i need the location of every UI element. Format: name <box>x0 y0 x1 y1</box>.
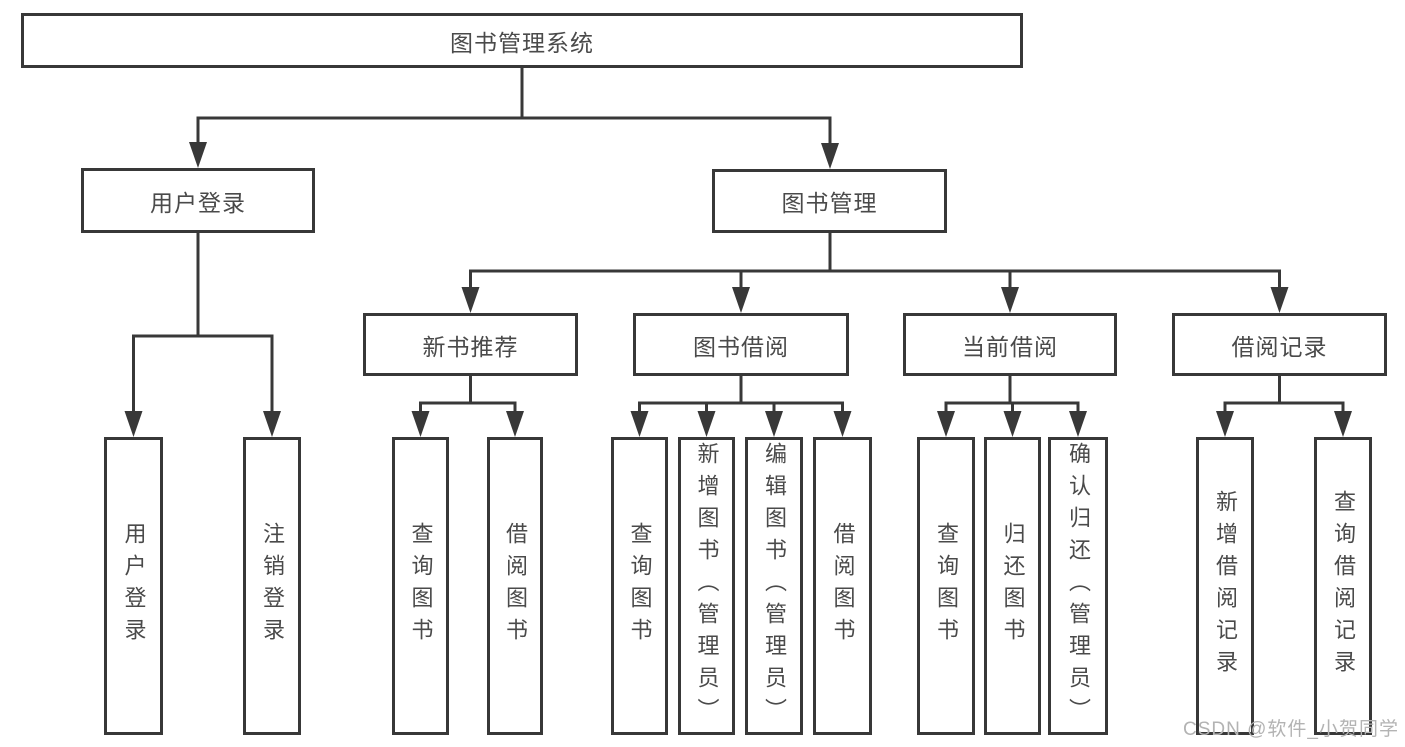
node-current-borrow-label: 当前借阅 <box>962 333 1058 360</box>
node-library-system-label: 图书管理系统 <box>450 29 594 56</box>
leaf-query-borrow-record: 查询借阅记录 <box>1314 437 1372 735</box>
edge-newbook-to-leaves <box>419 376 517 414</box>
leaf-edit-book-admin: 编辑图书（管理员） <box>745 437 803 735</box>
leaf-user-login: 用户登录 <box>104 437 163 735</box>
leaf-query-books-borrow: 查询图书 <box>611 437 668 735</box>
node-new-book-recommend-label: 新书推荐 <box>422 333 519 360</box>
leaf-query-borrow-record-label: 查询借阅记录 <box>1331 490 1356 682</box>
node-book-borrow-label: 图书借阅 <box>693 333 789 360</box>
leaf-query-books-current: 查询图书 <box>917 437 975 735</box>
leaf-logout-label: 注销登录 <box>260 522 285 650</box>
node-new-book-recommend: 新书推荐 <box>363 313 578 376</box>
leaf-borrow-books-borrow-label: 借阅图书 <box>830 522 856 650</box>
watermark-text: CSDN @软件_小贺同学 <box>1183 719 1399 740</box>
leaf-borrow-books-recommend: 借阅图书 <box>487 437 543 735</box>
node-user-login: 用户登录 <box>81 168 315 233</box>
leaf-add-borrow-record: 新增借阅记录 <box>1196 437 1254 735</box>
leaf-query-books-recommend: 查询图书 <box>392 437 449 735</box>
leaf-confirm-return-admin: 确认归还（管理员） <box>1048 437 1108 735</box>
node-book-borrow: 图书借阅 <box>633 313 849 376</box>
leaf-query-books-current-label: 查询图书 <box>934 522 959 650</box>
edge-root-to-level2 <box>196 68 832 147</box>
node-book-management: 图书管理 <box>712 169 947 233</box>
leaf-query-books-borrow-label: 查询图书 <box>627 522 653 650</box>
edge-records-to-leaves <box>1223 376 1345 414</box>
arrowheads <box>124 142 1352 437</box>
leaf-confirm-return-admin-label: 确认归还（管理员） <box>1066 442 1091 730</box>
edge-bookmgmt-to-level3 <box>469 233 1281 291</box>
leaf-edit-book-admin-label: 编辑图书（管理员） <box>762 442 787 730</box>
node-user-login-label: 用户登录 <box>150 189 246 216</box>
leaf-add-book-admin-label: 新增图书（管理员） <box>694 442 720 730</box>
leaf-add-borrow-record-label: 新增借阅记录 <box>1213 490 1238 682</box>
edge-current-to-leaves <box>944 376 1080 414</box>
leaf-return-book: 归还图书 <box>984 437 1041 735</box>
leaf-return-book-label: 归还图书 <box>1000 522 1026 650</box>
edge-userlogin-to-leaves <box>132 233 274 414</box>
node-library-system: 图书管理系统 <box>21 13 1023 68</box>
node-current-borrow: 当前借阅 <box>903 313 1117 376</box>
node-borrow-records-label: 借阅记录 <box>1231 333 1328 360</box>
leaf-borrow-books-recommend-label: 借阅图书 <box>503 522 528 650</box>
node-borrow-records: 借阅记录 <box>1172 313 1387 376</box>
leaf-user-login-label: 用户登录 <box>121 522 147 650</box>
leaf-borrow-books-borrow: 借阅图书 <box>813 437 872 735</box>
leaf-add-book-admin: 新增图书（管理员） <box>678 437 735 735</box>
node-book-management-label: 图书管理 <box>781 190 878 216</box>
leaf-logout: 注销登录 <box>243 437 301 735</box>
leaf-query-books-recommend-label: 查询图书 <box>408 522 434 650</box>
edge-borrow-to-leaves <box>638 376 844 414</box>
